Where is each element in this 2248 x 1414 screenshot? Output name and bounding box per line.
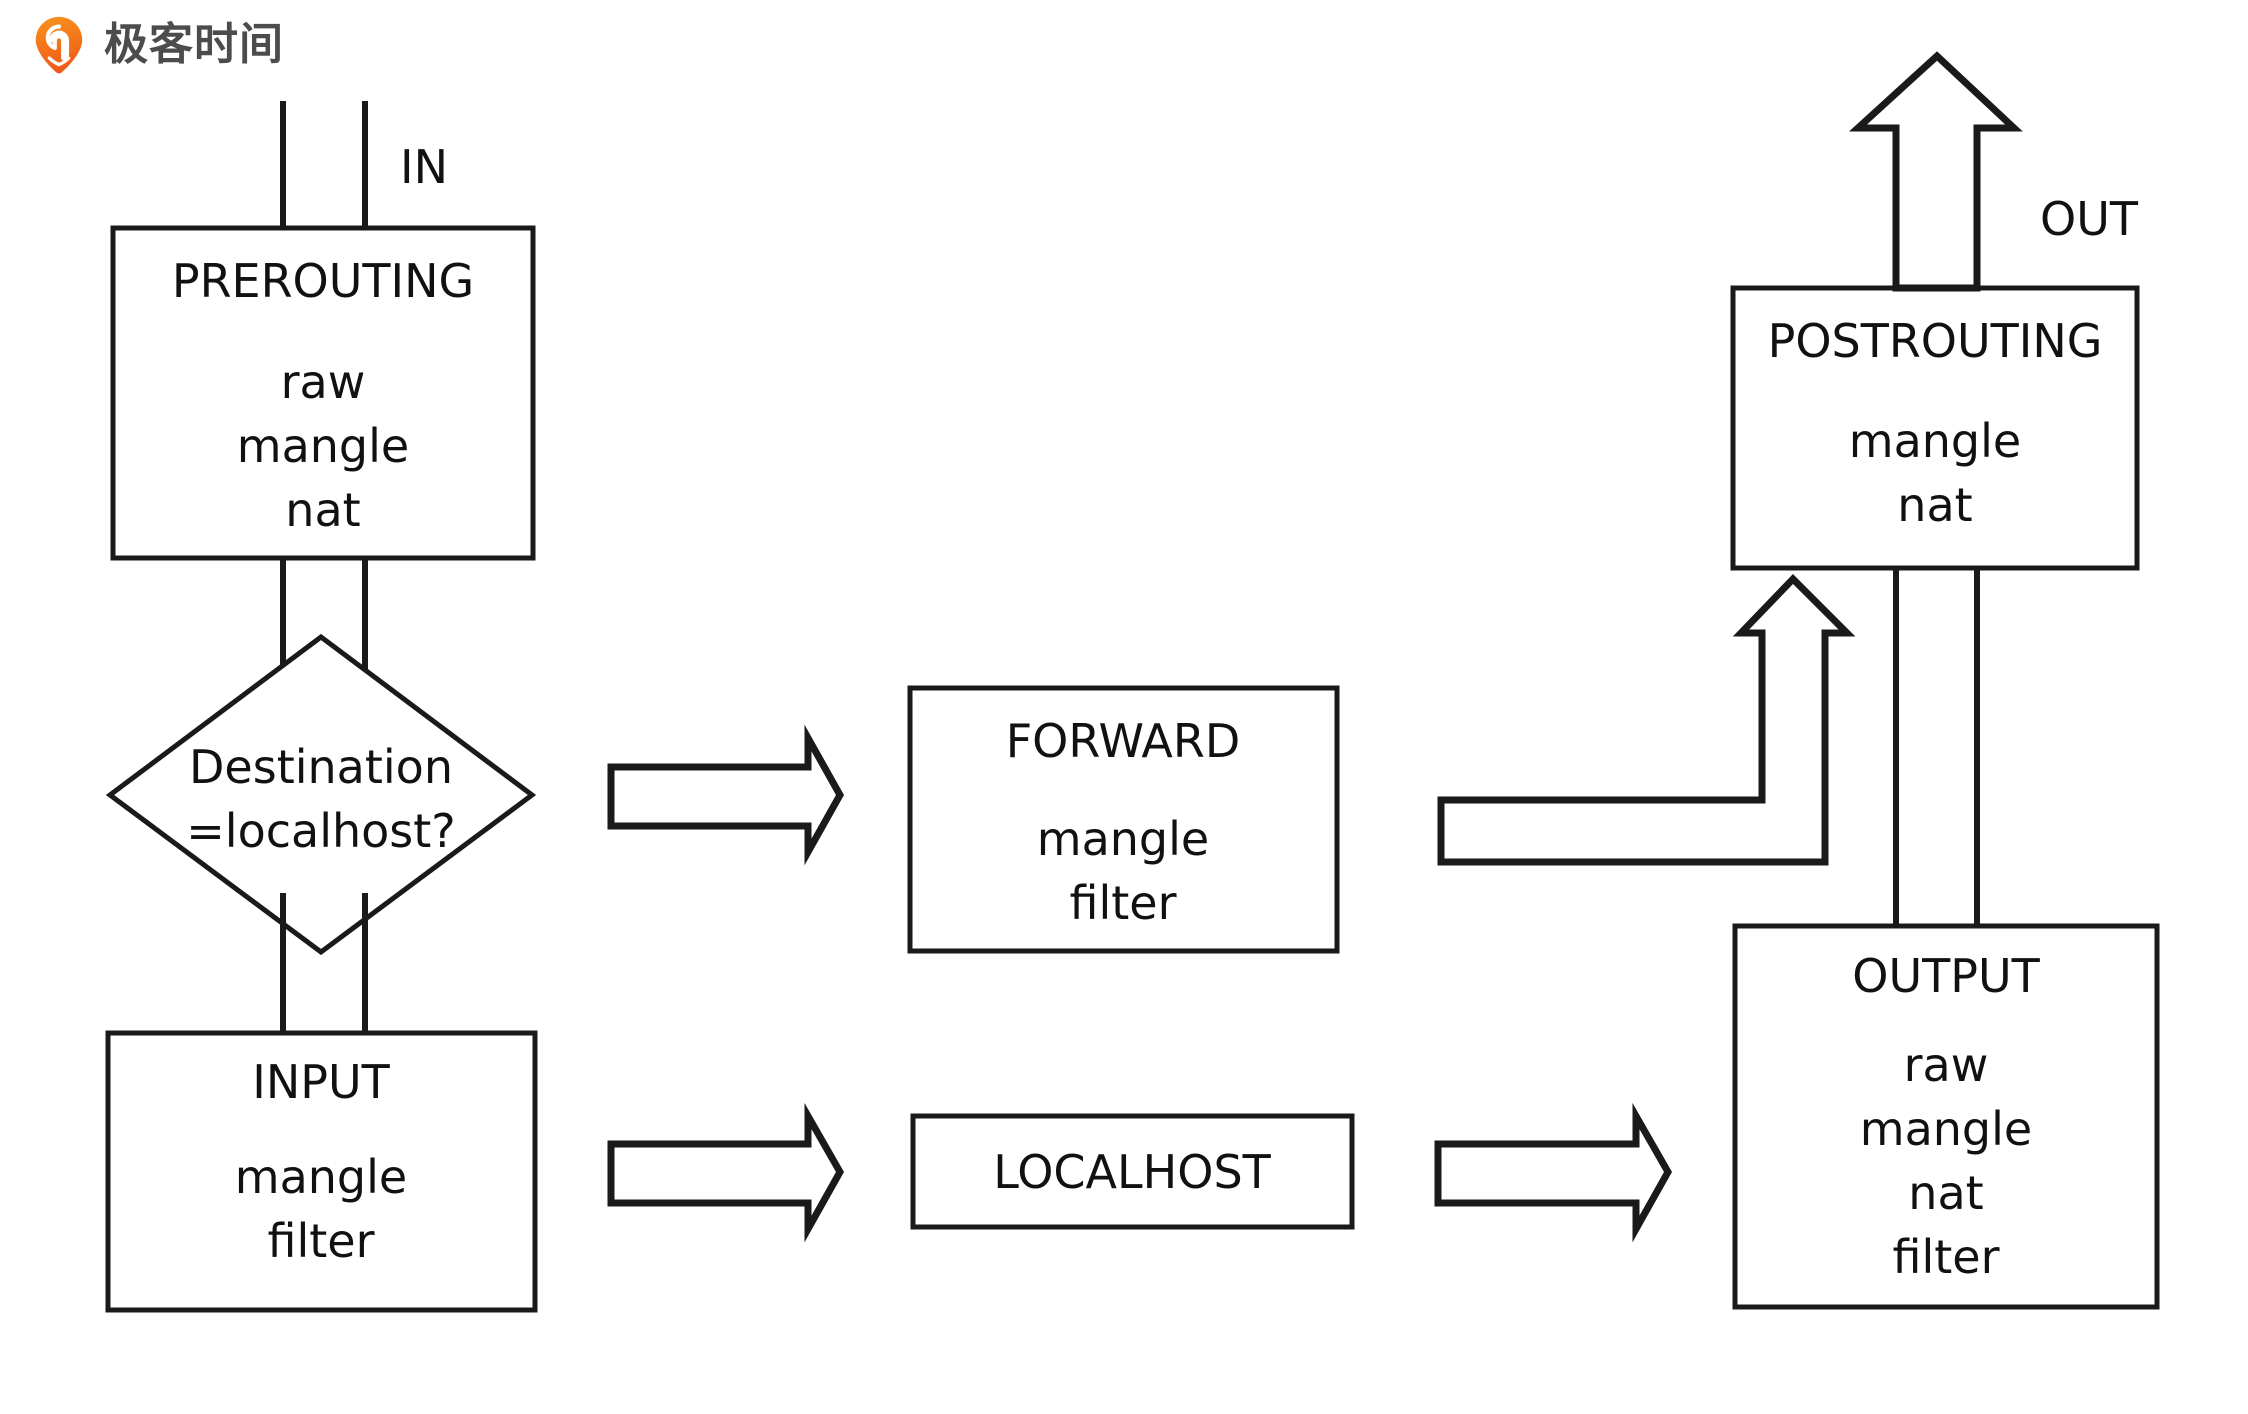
edge-in-to-prerouting: [280, 101, 368, 230]
localhost-title: LOCALHOST: [993, 1145, 1271, 1199]
postrouting-table-nat: nat: [1897, 478, 1972, 532]
prerouting-table-nat: nat: [285, 483, 360, 537]
prerouting-table-raw: raw: [281, 355, 366, 409]
input-table-filter: filter: [267, 1214, 374, 1268]
node-forward[interactable]: FORWARD mangle filter: [907, 685, 1340, 954]
arrow-forward-to-postrouting: [1437, 574, 1856, 866]
brand-logo: 极客时间: [28, 14, 284, 76]
node-localhost[interactable]: LOCALHOST: [910, 1113, 1355, 1230]
node-prerouting[interactable]: PREROUTING raw mangle nat: [110, 225, 536, 561]
output-table-mangle: mangle: [1860, 1102, 2032, 1156]
output-table-raw: raw: [1904, 1038, 1989, 1092]
label-in: IN: [400, 140, 448, 194]
arrow-decision-to-forward: [607, 724, 845, 866]
edge-decision-to-input: [280, 893, 368, 1035]
node-input[interactable]: INPUT mangle filter: [105, 1030, 538, 1313]
arrow-postrouting-to-out: [1848, 51, 2023, 292]
input-title: INPUT: [252, 1055, 390, 1109]
node-output[interactable]: OUTPUT raw mangle nat filter: [1732, 923, 2160, 1310]
postrouting-title: POSTROUTING: [1768, 314, 2103, 368]
output-table-filter: filter: [1892, 1230, 1999, 1284]
prerouting-title: PREROUTING: [172, 254, 474, 308]
node-postrouting[interactable]: POSTROUTING mangle nat: [1730, 285, 2140, 571]
decision-line-1: Destination: [189, 740, 453, 794]
prerouting-table-mangle: mangle: [237, 419, 409, 473]
output-table-nat: nat: [1908, 1166, 1983, 1220]
arrow-localhost-to-output: [1434, 1102, 1673, 1243]
brand-name: 极客时间: [104, 19, 284, 70]
geektime-pin-icon: [35, 16, 83, 74]
output-title: OUTPUT: [1852, 949, 2040, 1003]
node-destination-decision[interactable]: Destination =localhost?: [105, 633, 537, 956]
arrow-input-to-localhost: [607, 1102, 845, 1243]
label-out: OUT: [2040, 192, 2139, 246]
forward-table-filter: filter: [1069, 876, 1176, 930]
input-table-mangle: mangle: [235, 1150, 407, 1204]
edge-output-to-postrouting: [1893, 568, 1980, 928]
decision-line-2: =localhost?: [186, 804, 455, 858]
forward-table-mangle: mangle: [1037, 812, 1209, 866]
forward-title: FORWARD: [1006, 714, 1241, 768]
postrouting-table-mangle: mangle: [1849, 414, 2021, 468]
